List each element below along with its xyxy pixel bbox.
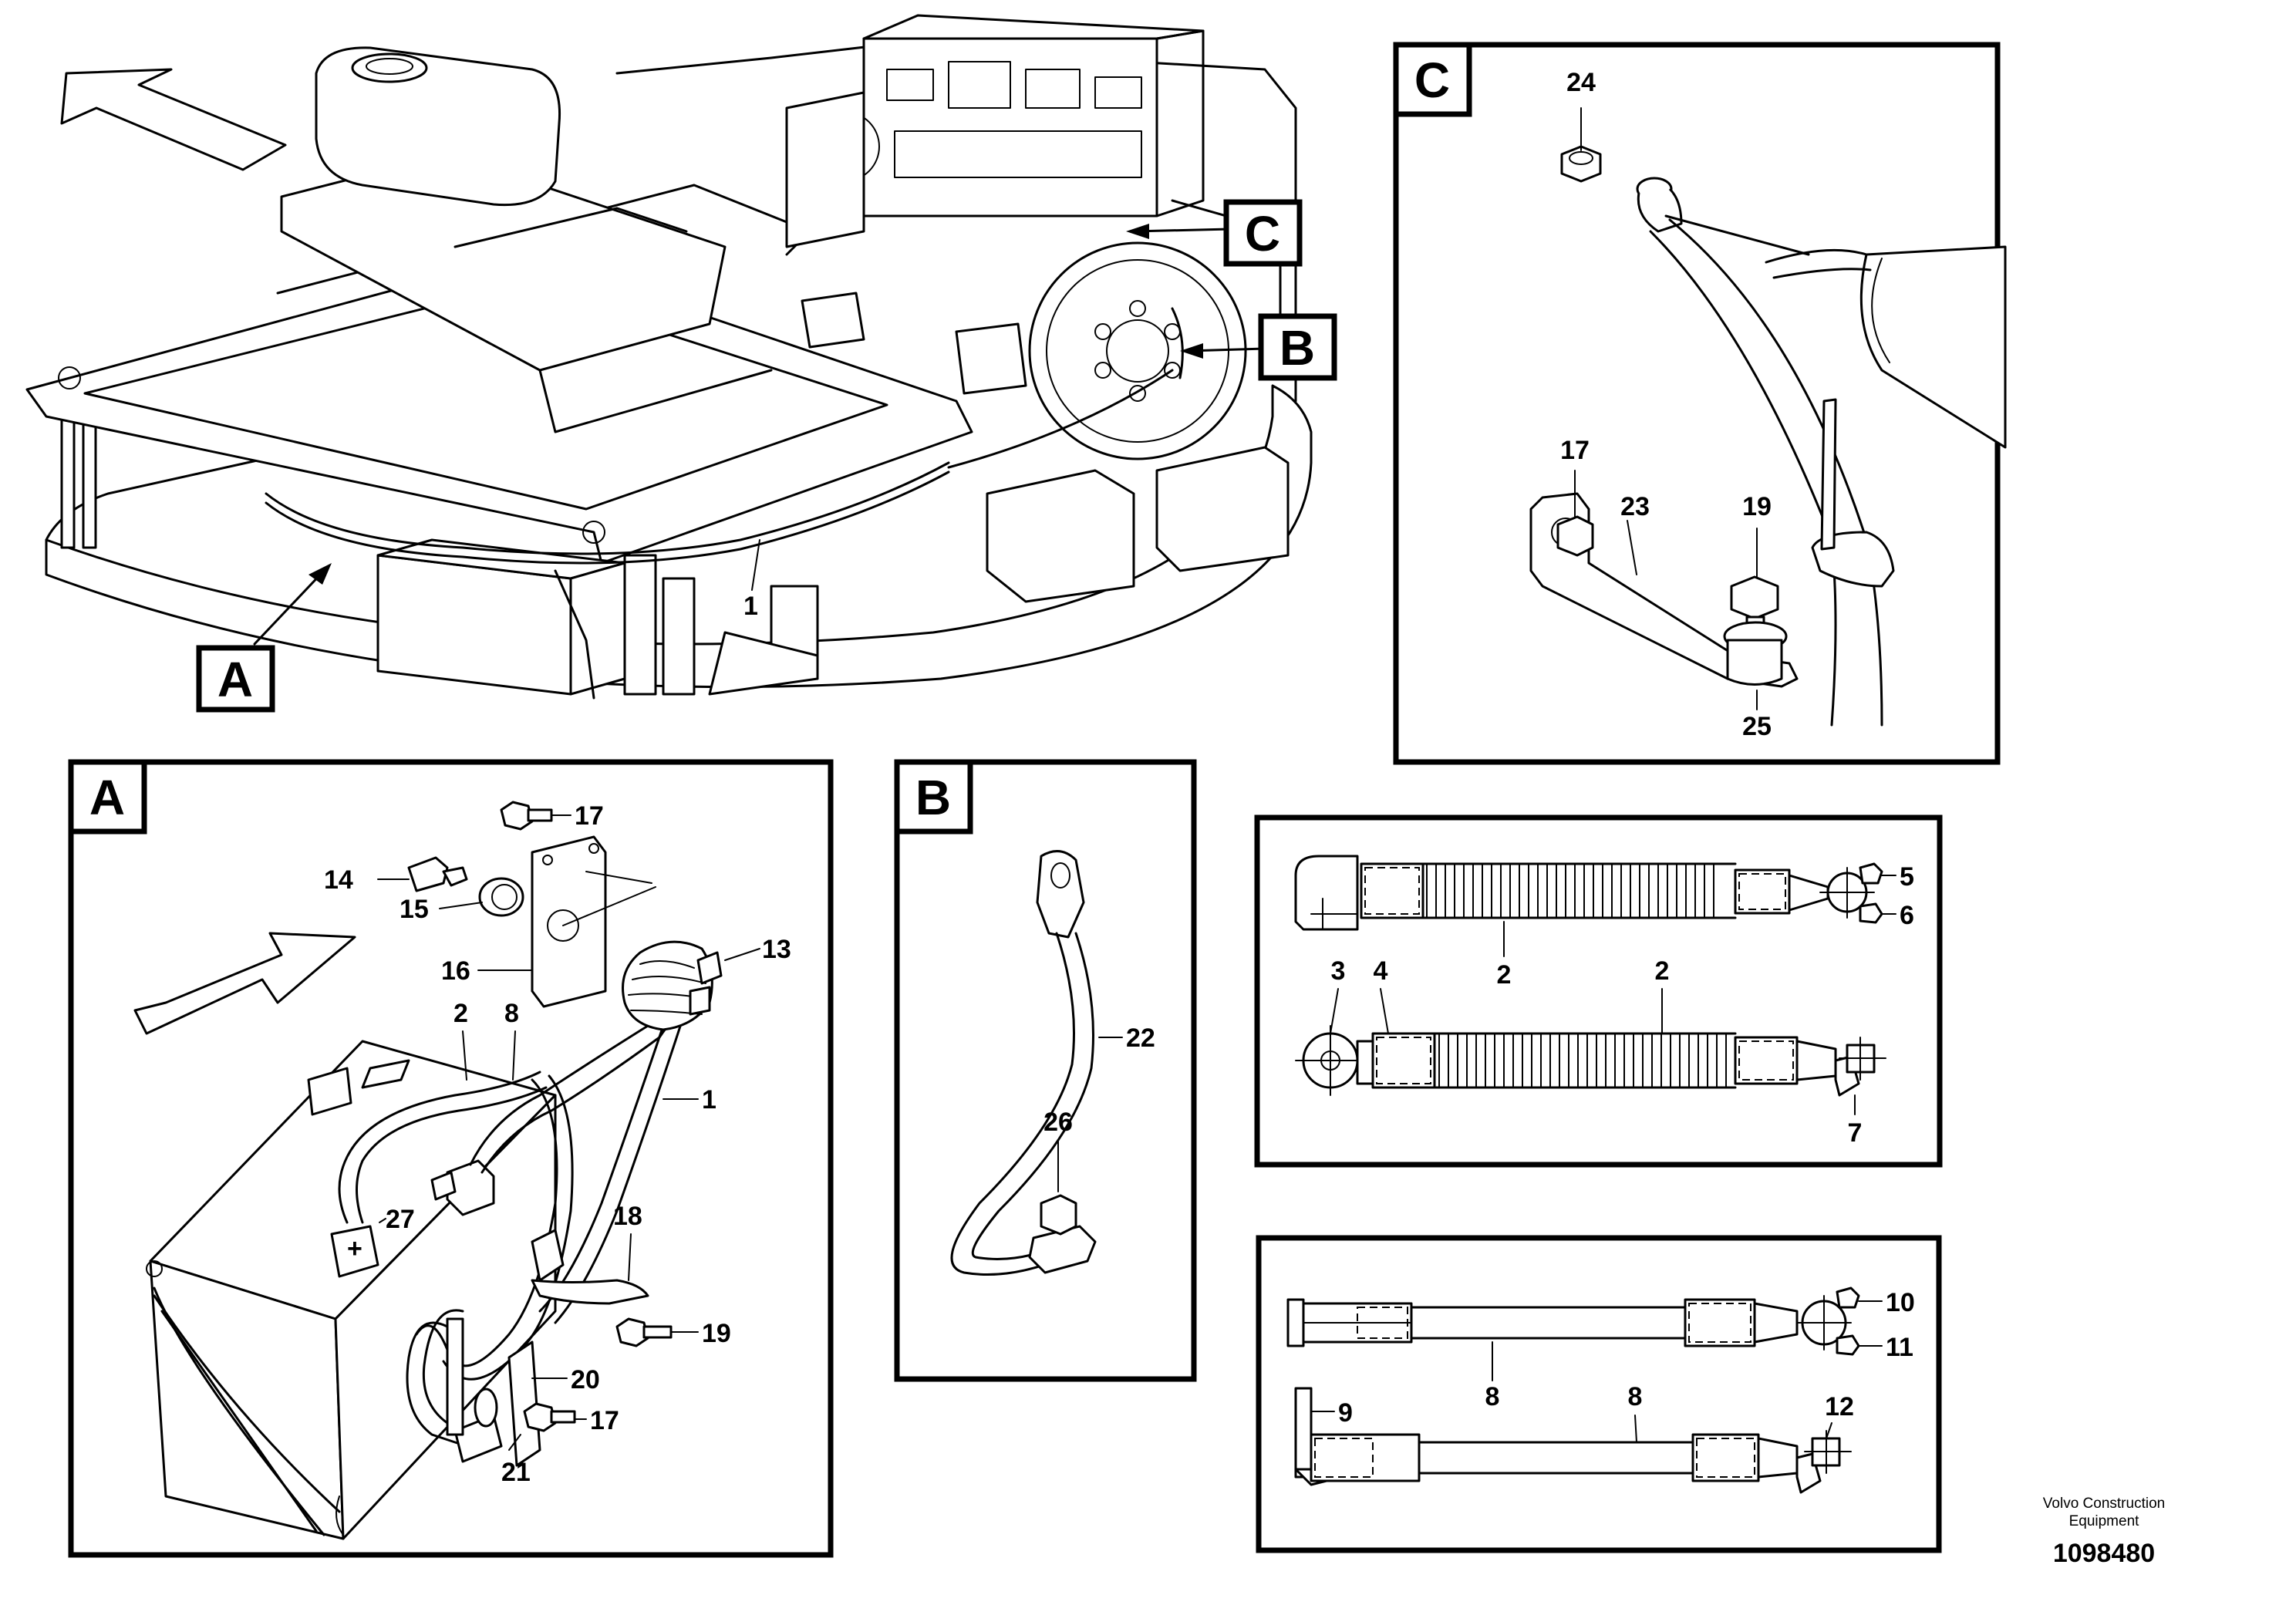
view-c-panel: C 24 17 23 bbox=[1393, 42, 2007, 765]
cable-2-corrugation-top bbox=[1426, 864, 1714, 918]
bolt-19-c bbox=[1723, 575, 1788, 652]
forward-arrow-icon bbox=[60, 68, 287, 171]
cable-8-callout-12: 12 bbox=[1825, 1392, 1854, 1421]
cable-8-callout-10: 10 bbox=[1886, 1288, 1915, 1317]
overview-tab-a: A bbox=[196, 645, 275, 713]
view-c-callout-19: 19 bbox=[1742, 492, 1772, 521]
view-a-callout-1: 1 bbox=[702, 1085, 716, 1114]
view-a-callout-17-bottom: 17 bbox=[590, 1406, 619, 1435]
view-a-callout-18: 18 bbox=[613, 1202, 642, 1231]
cable-8-callout-8-top: 8 bbox=[1485, 1382, 1500, 1411]
cable-2-callout-4: 4 bbox=[1374, 956, 1388, 986]
view-a-callout-14: 14 bbox=[324, 865, 353, 895]
nut-24 bbox=[1560, 145, 1602, 183]
brand-line-2: Equipment bbox=[2069, 1513, 2140, 1529]
view-a-panel: A + 27 bbox=[68, 759, 834, 1558]
svg-text:B: B bbox=[1279, 320, 1315, 376]
view-a-callout-2: 2 bbox=[453, 999, 468, 1028]
drawing-number: 1098480 bbox=[2053, 1539, 2155, 1568]
positive-terminal-27: + bbox=[330, 1225, 379, 1278]
cable-2-callout-5: 5 bbox=[1900, 862, 1914, 892]
battery-overview bbox=[376, 538, 626, 700]
fuse-holder-14 bbox=[407, 856, 468, 892]
bolt-19-a bbox=[615, 1317, 673, 1347]
bolt-17-a-top bbox=[500, 801, 553, 831]
svg-text:+: + bbox=[347, 1234, 362, 1263]
cable-2-callout-7: 7 bbox=[1848, 1118, 1863, 1148]
view-b-callout-26: 26 bbox=[1043, 1108, 1073, 1137]
overview-callout-1: 1 bbox=[743, 592, 758, 621]
view-a-callout-15: 15 bbox=[400, 895, 429, 924]
engine-block bbox=[785, 14, 1205, 248]
view-b-panel: B 22 26 bbox=[894, 759, 1197, 1382]
view-a-callout-8: 8 bbox=[504, 999, 519, 1028]
cable-2-callout-2-bottom: 2 bbox=[1655, 956, 1670, 986]
forward-arrow-icon bbox=[133, 932, 356, 1035]
cable-2-corrugation-bottom bbox=[1438, 1034, 1727, 1088]
grommet-13 bbox=[622, 940, 713, 1031]
cable-22 bbox=[950, 850, 1094, 1276]
view-b-label: B bbox=[915, 770, 951, 825]
view-a-callout-16: 16 bbox=[441, 956, 470, 986]
brand-block: Volvo Construction Equipment 1098480 bbox=[2043, 1496, 2165, 1568]
cable-2-callout-3: 3 bbox=[1331, 956, 1346, 986]
svg-text:C: C bbox=[1245, 206, 1280, 261]
view-c-callout-24: 24 bbox=[1566, 68, 1596, 97]
cable-8-callout-8-bottom: 8 bbox=[1628, 1382, 1643, 1411]
spacer-25 bbox=[1726, 639, 1783, 686]
view-a-callout-27: 27 bbox=[386, 1205, 415, 1234]
view-a-callout-20: 20 bbox=[571, 1365, 600, 1394]
overview-tab-c: C bbox=[1223, 199, 1303, 267]
battery bbox=[146, 1040, 557, 1540]
strap-18 bbox=[531, 1279, 649, 1305]
cable-2-callout-6: 6 bbox=[1900, 901, 1914, 930]
flywheel bbox=[1028, 241, 1247, 460]
brand-line-1: Volvo Construction bbox=[2043, 1496, 2165, 1512]
cable-8-callout-11: 11 bbox=[1886, 1333, 1913, 1362]
overview-illustration: 1 bbox=[25, 14, 1313, 700]
view-a-callout-17-top: 17 bbox=[575, 801, 604, 831]
cable-8-callout-9: 9 bbox=[1338, 1398, 1353, 1428]
cable-2-detail-panel: 5 6 2 3 4 2 7 bbox=[1254, 814, 1943, 1168]
cable-8-detail-panel: 10 11 8 9 8 12 bbox=[1256, 1235, 1942, 1553]
bolt-17-c bbox=[1556, 515, 1594, 557]
plate-16 bbox=[531, 835, 656, 1008]
svg-text:A: A bbox=[217, 652, 253, 707]
view-a-label: A bbox=[89, 770, 125, 825]
overview-tab-b: B bbox=[1258, 313, 1337, 381]
view-c-callout-17: 17 bbox=[1560, 436, 1590, 465]
cable-2-callout-2-top: 2 bbox=[1497, 960, 1512, 990]
view-c-label: C bbox=[1414, 52, 1450, 108]
view-c-callout-23: 23 bbox=[1620, 492, 1650, 521]
view-a-callout-13: 13 bbox=[762, 935, 791, 964]
view-a-callout-19: 19 bbox=[702, 1319, 731, 1348]
bolt-17-a-bottom bbox=[523, 1402, 576, 1432]
view-a-callout-21: 21 bbox=[501, 1458, 531, 1487]
ring-15 bbox=[478, 877, 524, 917]
view-c-callout-25: 25 bbox=[1742, 712, 1772, 741]
view-b-callout-22: 22 bbox=[1126, 1023, 1155, 1053]
bolt-26 bbox=[1028, 1194, 1097, 1274]
